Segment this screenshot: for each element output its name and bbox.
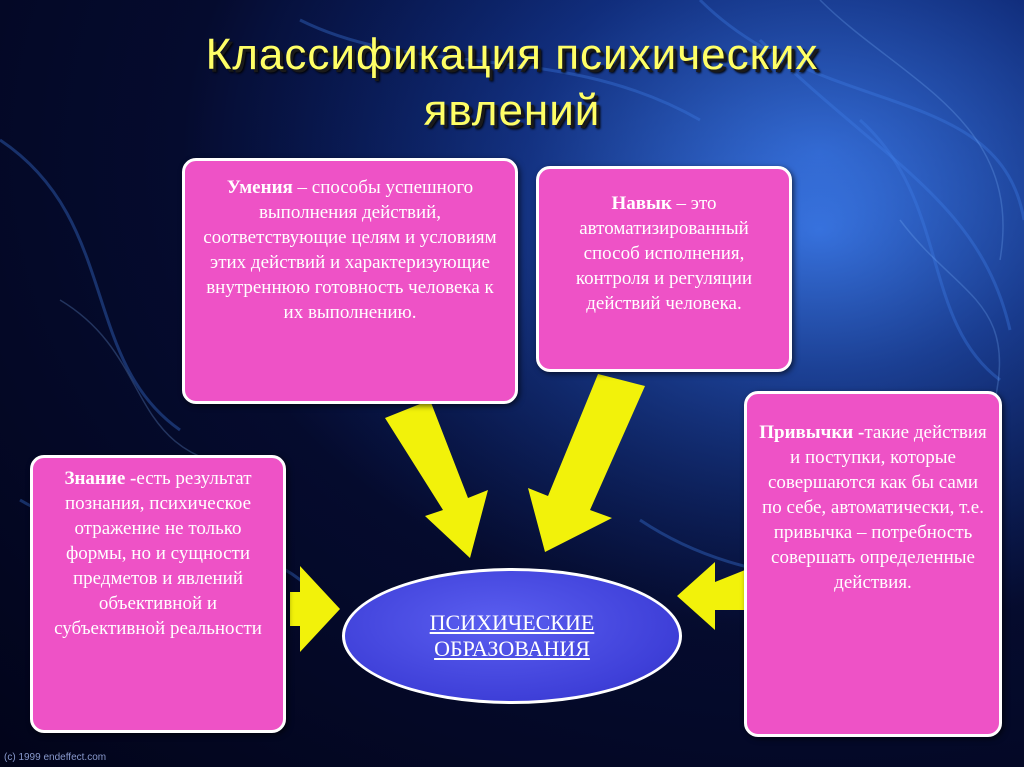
page-title-line1: Классификация психических: [205, 30, 819, 79]
znanie-definition: есть результат познания, психическое отр…: [54, 468, 262, 639]
copyright-text: (c) 1999 endeffect.com: [4, 752, 107, 763]
navyk-term: Навык: [611, 193, 672, 214]
znanie-term: Знание -: [64, 468, 137, 489]
privychki-term: Привычки -: [759, 422, 865, 443]
arrow-from-umeniya: [385, 400, 488, 558]
privychki-definition: такие действия и поступки, которые совер…: [762, 422, 987, 593]
page-title-line2: явлений: [423, 86, 601, 135]
arrow-from-znanie: [290, 566, 340, 652]
umeniya-box: Умения – способы успешного выполнения де…: [182, 158, 518, 404]
center-label-line2: ОБРАЗОВАНИЯ: [434, 636, 590, 661]
navyk-definition: – это автоматизированный способ исполнен…: [575, 193, 753, 314]
umeniya-definition: – способы успешного выполнения действий,…: [203, 177, 497, 323]
arrow-from-navyk: [528, 374, 645, 552]
navyk-box: Навык – это автоматизированный способ ис…: [536, 166, 792, 372]
umeniya-term: Умения: [226, 177, 293, 198]
znanie-box: Знание -есть результат познания, психиче…: [30, 455, 286, 733]
center-label-line1: ПСИХИЧЕСКИЕ: [429, 610, 595, 635]
center-ellipse: ПСИХИЧЕСКИЕ ОБРАЗОВАНИЯ: [342, 568, 682, 704]
arrow-from-privychki: [677, 562, 745, 630]
privychki-box: Привычки -такие действия и поступки, кот…: [744, 391, 1002, 737]
